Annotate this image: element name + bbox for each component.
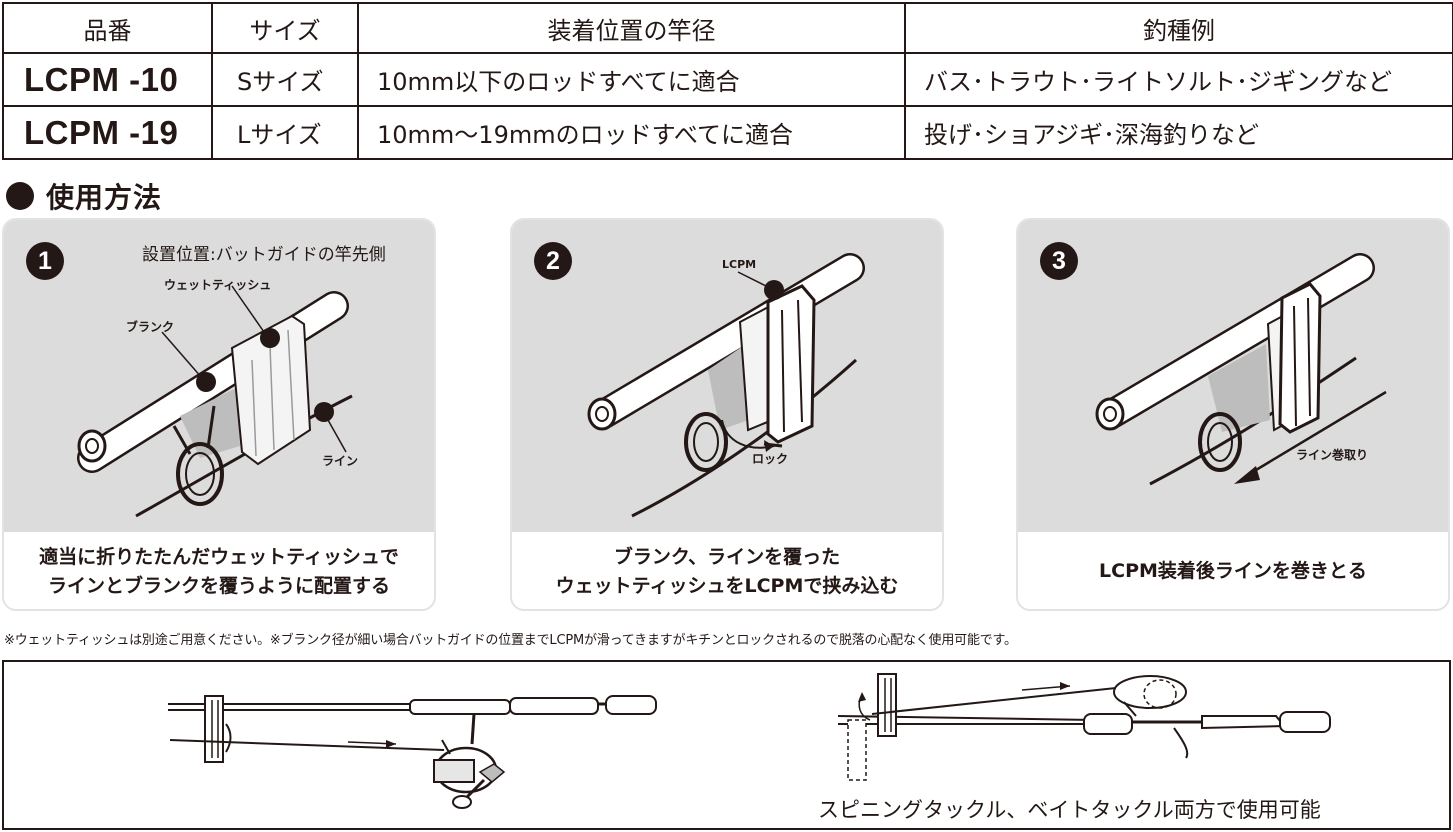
label-line: ライン xyxy=(322,454,359,468)
tackle-illustration-box: スピニングタックル、ベイトタックル両方で使用可能 xyxy=(2,660,1451,830)
diameter-cell: 10mm～19mmのロッドすべてに適合 xyxy=(357,105,906,160)
rod-tissue-illustration xyxy=(77,285,353,518)
step-number-badge: 2 xyxy=(534,242,572,280)
header-model: 品番 xyxy=(2,2,213,54)
placement-note: 設置位置:バットガイドの竿先側 xyxy=(142,245,386,265)
usage-heading: 使用方法 xyxy=(6,178,162,214)
caption-line: 適当に折りたたんだウェットティッシュで xyxy=(39,545,399,568)
step-caption: LCPM装着後ラインを巻きとる xyxy=(1018,532,1448,609)
model-cell: LCPM -10 xyxy=(2,52,213,107)
step-caption: ブランク、ラインを覆った ウェットティッシュをLCPMで挟み込む xyxy=(512,532,942,609)
examples-cell: バス･トラウト･ライトソルト･ジギングなど xyxy=(904,52,1453,107)
step-card-2: 2 LCPM ロック ブランク、ラインを覆った ウェットティッシュをLCPMで挟… xyxy=(510,218,944,611)
label-wet-tissue: ウェットティッシュ xyxy=(164,278,272,292)
caption-line: ウェットティッシュをLCPMで挟み込む xyxy=(555,574,899,597)
size-cell: Lサイズ xyxy=(211,105,359,160)
caption-line: ラインとブランクを覆うように配置する xyxy=(47,574,390,597)
step-card-3: 3 ライン巻取り LCPM装着後ラインを巻きとる xyxy=(1016,218,1450,611)
caption-line: ブランク、ラインを覆った xyxy=(613,545,841,568)
bait-tackle-drawing xyxy=(837,673,1331,781)
size-cell: Sサイズ xyxy=(211,52,359,107)
step-3-illustration: 3 ライン巻取り xyxy=(1018,220,1448,532)
tackle-illustration xyxy=(168,673,1331,809)
step-card-1: 1 設置位置:バットガイドの竿先側 ウェットティッシュ ブランク ライン 適当に… xyxy=(2,218,436,611)
rod-reel-in-illustration xyxy=(1095,253,1387,486)
spinning-tackle-drawing xyxy=(168,695,657,809)
table-row: LCPM -19 Lサイズ 10mm～19mmのロッドすべてに適合 投げ･ショア… xyxy=(2,105,1453,160)
header-diameter: 装着位置の竿径 xyxy=(357,2,906,54)
caption-line: LCPM装着後ラインを巻きとる xyxy=(1099,560,1367,582)
table-row: LCPM -10 Sサイズ 10mm以下のロッドすべてに適合 バス･トラウト･ラ… xyxy=(2,52,1453,107)
label-lcpm: LCPM xyxy=(722,258,757,271)
step-number-badge: 1 xyxy=(26,242,64,280)
examples-cell: 投げ･ショアジギ･深海釣りなど xyxy=(904,105,1453,160)
label-reel-in: ライン巻取り xyxy=(1296,448,1369,462)
label-blank: ブランク xyxy=(126,320,175,334)
table-header-row: 品番 サイズ 装着位置の竿径 釣種例 xyxy=(2,2,1453,54)
rod-clip-illustration xyxy=(587,253,865,518)
step-2-illustration: 2 LCPM ロック xyxy=(512,220,942,532)
spec-table: 品番 サイズ 装着位置の竿径 釣種例 LCPM -10 Sサイズ 10mm以下の… xyxy=(2,2,1453,160)
bullet-icon xyxy=(6,182,34,210)
tackle-caption: スピニングタックル、ベイトタックル両方で使用可能 xyxy=(818,798,1321,822)
usage-title: 使用方法 xyxy=(46,181,163,214)
label-lock: ロック xyxy=(752,452,789,466)
model-cell: LCPM -19 xyxy=(2,105,213,160)
diameter-cell: 10mm以下のロッドすべてに適合 xyxy=(357,52,906,107)
header-size: サイズ xyxy=(211,2,359,54)
step-1-illustration: 1 設置位置:バットガイドの竿先側 ウェットティッシュ ブランク ライン xyxy=(4,220,434,532)
header-examples: 釣種例 xyxy=(904,2,1453,54)
step-number-badge: 3 xyxy=(1040,242,1078,280)
footnote: ※ウェットティッシュは別途ご用意ください。※ブランク径が細い場合バットガイドの位… xyxy=(4,633,1017,648)
step-caption: 適当に折りたたんだウェットティッシュで ラインとブランクを覆うように配置する xyxy=(4,532,434,609)
